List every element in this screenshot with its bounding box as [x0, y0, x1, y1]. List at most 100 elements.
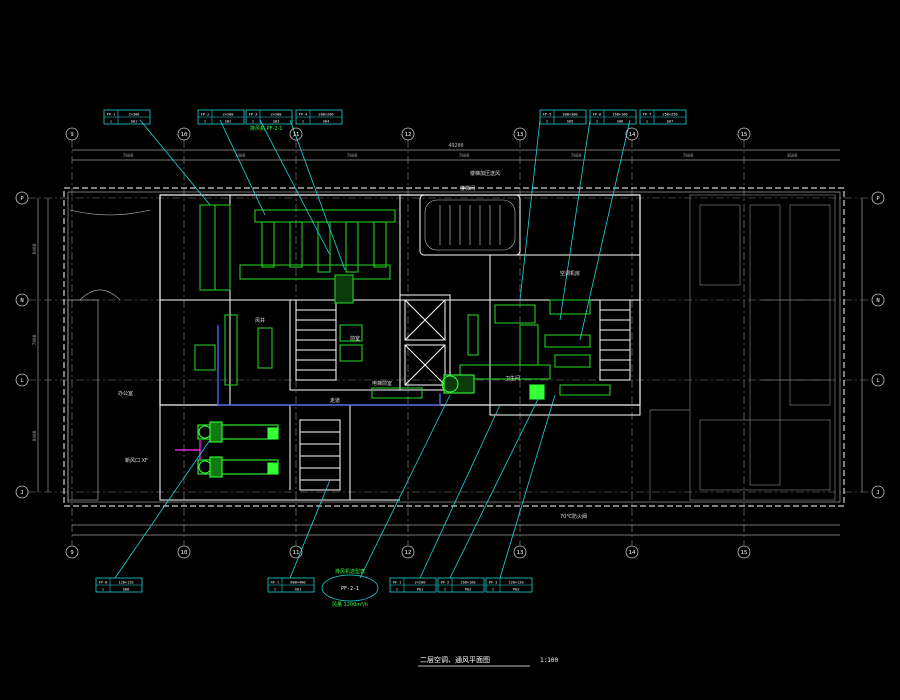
room-label-shaft: 风井	[255, 317, 265, 324]
svg-text:1: 1	[102, 588, 104, 592]
svg-text:2×200: 2×200	[271, 113, 282, 117]
magenta-mark	[175, 440, 201, 460]
equipment	[197, 374, 545, 478]
note-fresh: 新风口 XF	[125, 457, 148, 464]
svg-text:S01: S01	[131, 120, 138, 124]
room-label-lift: 电梯前室	[372, 380, 392, 387]
svg-text:L: L	[20, 378, 24, 384]
svg-text:1: 1	[492, 588, 494, 592]
svg-text:120×120: 120×120	[118, 581, 133, 585]
axis-bubble-bottom: 14	[625, 545, 639, 559]
svg-text:12: 12	[405, 550, 412, 556]
svg-text:N: N	[20, 298, 23, 304]
svg-text:1: 1	[646, 120, 648, 124]
axis-bubble-top: 14	[625, 127, 639, 141]
drawing-scale: 1:100	[540, 657, 558, 664]
svg-text:9: 9	[70, 550, 73, 556]
svg-text:N: N	[876, 298, 879, 304]
dimension-text: 3600	[787, 153, 798, 159]
axis-bubble-top: 11	[289, 127, 303, 141]
svg-text:2×200: 2×200	[415, 581, 426, 585]
room-label-wc: 卫生间	[505, 375, 520, 382]
svg-text:9: 9	[70, 132, 73, 138]
svg-text:11: 11	[293, 132, 300, 138]
svg-text:FP-1: FP-1	[107, 113, 116, 117]
svg-text:FP-2: FP-2	[201, 113, 210, 117]
dimension-text: 7800	[683, 153, 694, 159]
svg-text:S02: S02	[225, 120, 232, 124]
drawing-title-block: 二层空调、通风平面图 1:100	[418, 655, 558, 667]
axis-bubble-top: 12	[401, 127, 415, 141]
svg-text:FP-6: FP-6	[593, 113, 602, 117]
svg-text:1: 1	[252, 120, 254, 124]
left-dimension-texts: 8400 7800 8400	[32, 243, 38, 441]
dimension-text: 8400	[32, 430, 38, 441]
axis-bubble-right: P	[871, 191, 885, 205]
overall-dimension: 49200	[448, 143, 463, 149]
svg-text:FP-7: FP-7	[643, 113, 652, 117]
svg-text:FP-8: FP-8	[99, 581, 108, 585]
ventilation-ducts	[194, 204, 611, 399]
svg-text:2×300: 2×300	[129, 113, 140, 117]
pipeline	[217, 325, 441, 406]
svg-text:X01: X01	[295, 588, 302, 592]
svg-text:S06: S06	[617, 120, 624, 124]
axis-bubble-bottom: 10	[177, 545, 191, 559]
callout-title: 排风机选型表	[335, 568, 365, 575]
svg-text:S03: S03	[273, 120, 280, 124]
axis-bubble-bottom: 9	[65, 545, 79, 559]
svg-text:13: 13	[517, 550, 524, 556]
svg-text:XF-1: XF-1	[271, 581, 280, 585]
axis-bubble-left: L	[15, 373, 29, 387]
axis-bubble-top: 10	[177, 127, 191, 141]
note-valve: 70℃防火阀	[560, 513, 587, 520]
svg-text:15: 15	[741, 132, 748, 138]
svg-text:12: 12	[405, 132, 412, 138]
svg-text:10: 10	[181, 132, 188, 138]
svg-text:S07: S07	[667, 120, 674, 124]
equipment-tag: FP-3 2×200 1 S03	[245, 109, 293, 125]
svg-text:FP-3: FP-3	[249, 113, 258, 117]
axis-grid	[28, 140, 870, 545]
svg-text:11: 11	[293, 550, 300, 556]
svg-text:PF-3: PF-3	[489, 581, 498, 585]
note-exhaust: 排风机 PF-2-1	[250, 125, 282, 132]
svg-text:160×160: 160×160	[460, 581, 475, 585]
svg-text:FP-5: FP-5	[543, 113, 552, 117]
svg-text:1: 1	[274, 588, 276, 592]
dimension-text: 7800	[32, 334, 38, 345]
dimension-text: 7800	[235, 153, 246, 159]
dimension-text: 8400	[32, 243, 38, 254]
svg-text:FP-4: FP-4	[299, 113, 308, 117]
axis-bubble-bottom: 11	[289, 545, 303, 559]
dimension-text: 7800	[459, 153, 470, 159]
room-label-lobby: 前室	[350, 335, 360, 342]
room-label-office: 办公室	[118, 390, 133, 397]
svg-text:1: 1	[110, 120, 112, 124]
callout-note: 风量 1200m³/h	[332, 601, 368, 608]
svg-text:14: 14	[629, 550, 636, 556]
svg-text:120×120: 120×120	[508, 581, 523, 585]
equipment-tag: FP-1 2×300 1 S01	[103, 109, 151, 125]
svg-text:200×200: 200×200	[318, 113, 333, 117]
svg-text:PF-1: PF-1	[393, 581, 402, 585]
room-labels: 楼梯间 前室 办公室 电梯前室 空调机房 走道 风井 卫生间 排风机 PF-2-…	[118, 125, 587, 520]
svg-text:L: L	[876, 378, 880, 384]
axis-bubble-bottom: 13	[513, 545, 527, 559]
dimension-text: 7800	[571, 153, 582, 159]
svg-text:P02: P02	[465, 588, 472, 592]
axis-bubble-left: J	[15, 485, 29, 499]
drawing-title: 二层空调、通风平面图	[420, 655, 490, 664]
svg-text:300×300: 300×300	[562, 113, 577, 117]
svg-text:10: 10	[181, 550, 188, 556]
svg-text:J: J	[20, 490, 23, 496]
